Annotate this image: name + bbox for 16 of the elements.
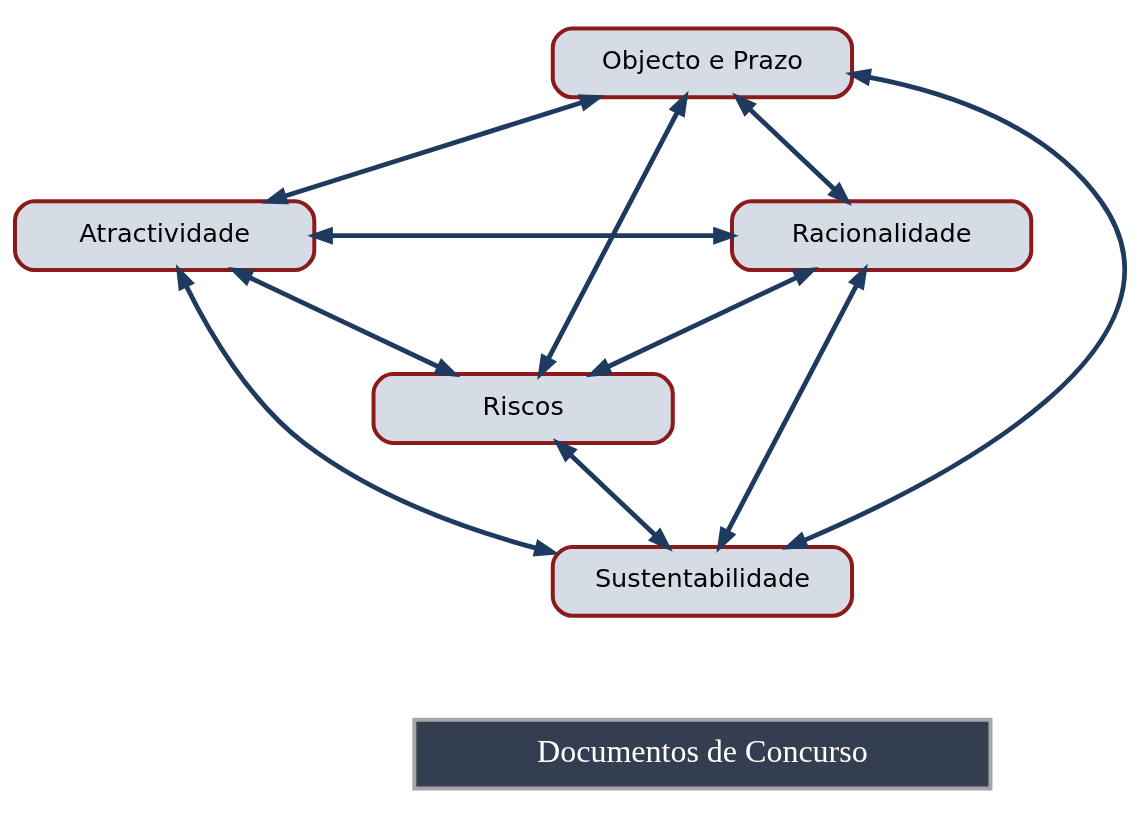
arrow: [227, 267, 461, 378]
arrow: [307, 226, 739, 245]
arrow: [552, 438, 673, 552]
arrow: [781, 68, 1127, 550]
arrow: [585, 267, 819, 378]
arrow: [716, 263, 868, 553]
arrow: [261, 94, 605, 205]
node-box: Atractividade: [13, 199, 317, 273]
node-box: Documentos de Concurso: [412, 717, 993, 791]
arrow: [732, 92, 852, 206]
node-box: Objecto e Prazo: [550, 26, 855, 100]
node-box: Racionalidade: [730, 199, 1034, 273]
arrow: [537, 90, 689, 381]
node-box: Sustentabilidade: [550, 544, 855, 618]
node-box: Riscos: [371, 372, 675, 445]
arrow: [175, 264, 560, 557]
